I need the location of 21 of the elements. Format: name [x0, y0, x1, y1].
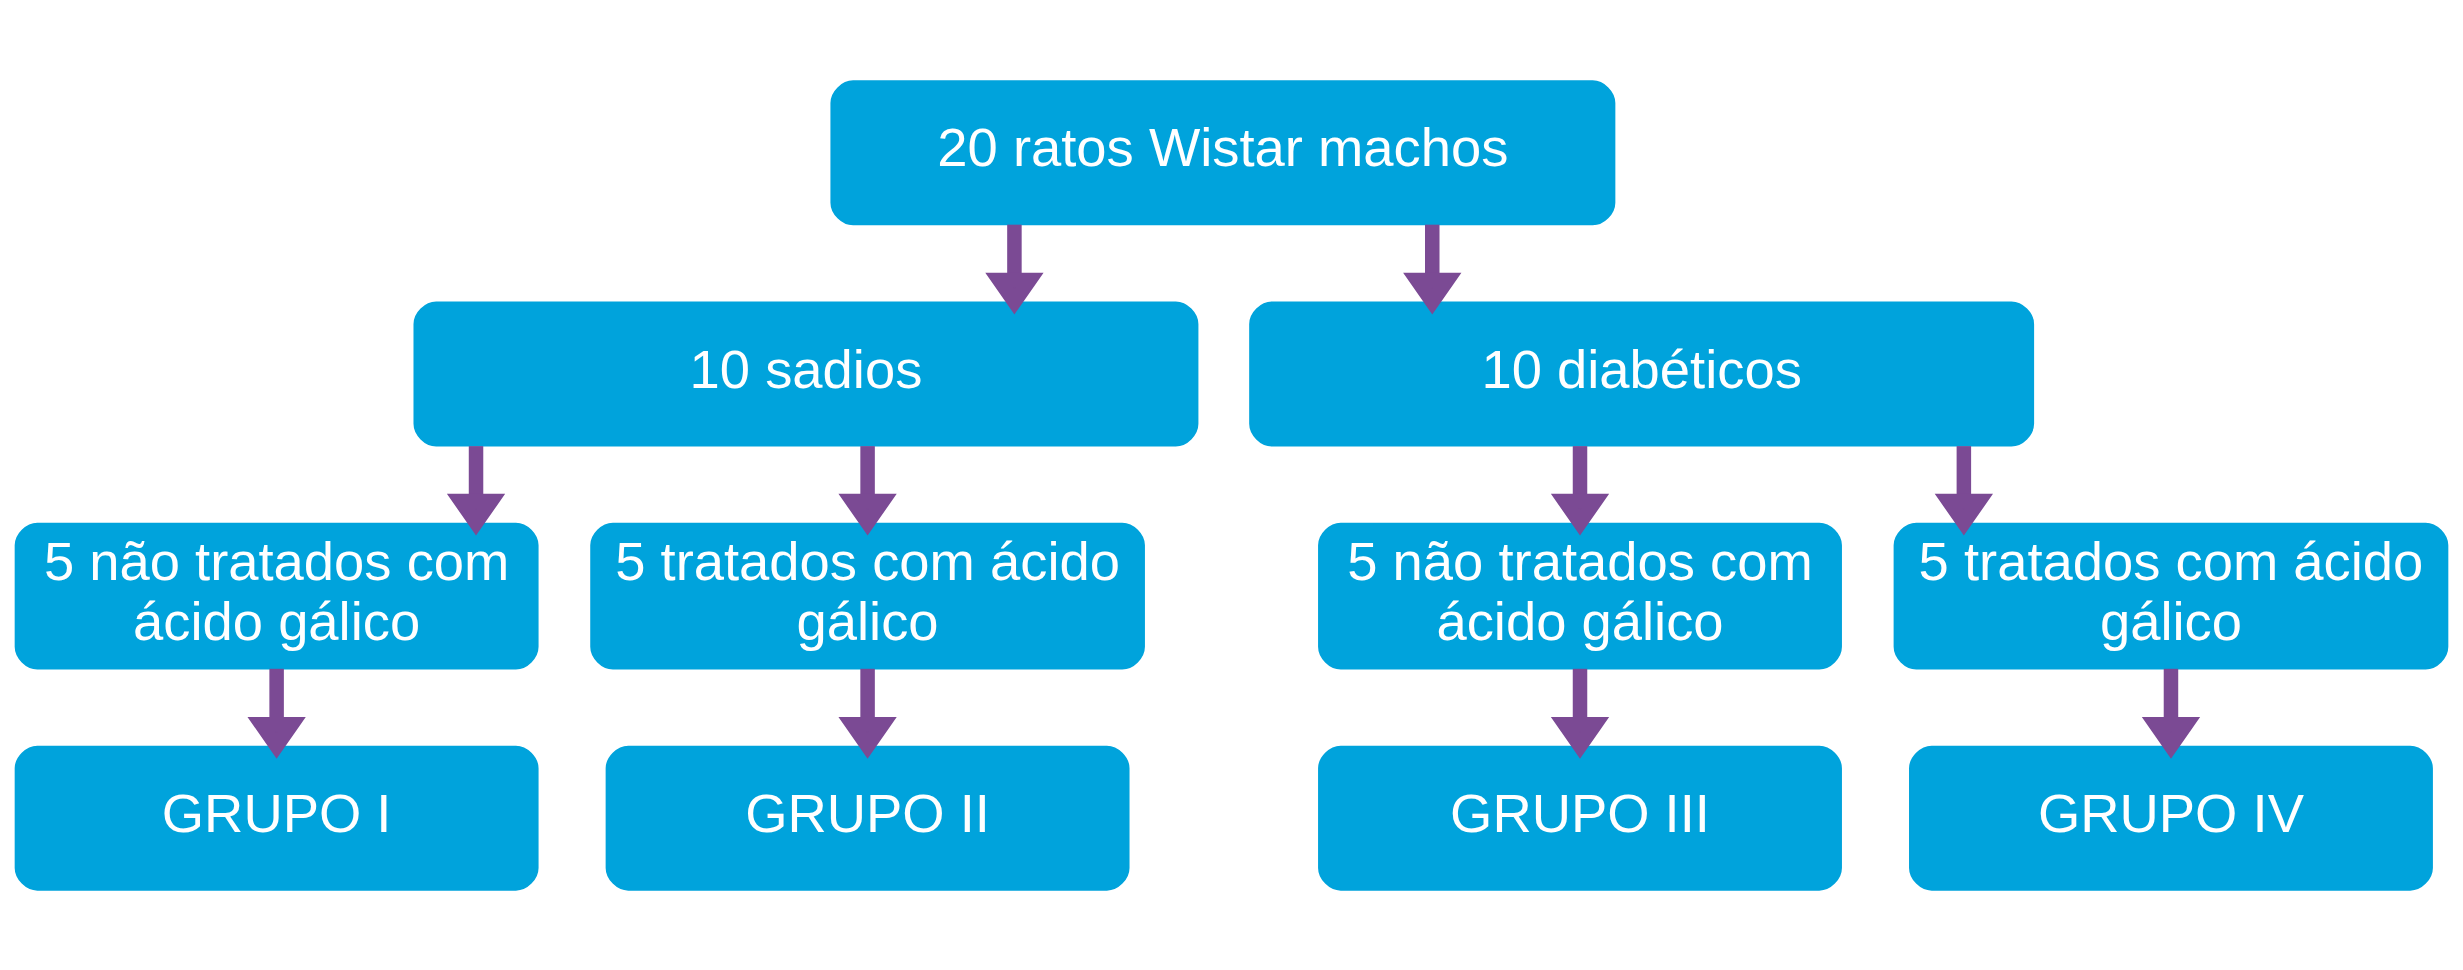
- arrow: [838, 445, 897, 535]
- node-box: 10 sadios: [413, 301, 1199, 447]
- arrow: [247, 668, 306, 759]
- arrow: [1550, 668, 1610, 759]
- node-box: 10 diabéticos: [1249, 301, 2035, 447]
- arrow: [1550, 445, 1610, 535]
- arrow: [985, 224, 1044, 314]
- node-box: GRUPO III: [1318, 745, 1842, 891]
- arrow: [446, 445, 506, 535]
- arrow: [2141, 668, 2201, 759]
- node-box: 5 tratados com ácido gálico: [590, 522, 1145, 669]
- node-box: 5 não tratados com ácido gálico: [14, 522, 539, 669]
- node-box: GRUPO I: [14, 745, 539, 891]
- node-box: GRUPO IV: [1909, 745, 2433, 891]
- node-box: 20 ratos Wistar machos: [830, 79, 1616, 225]
- arrow: [1934, 445, 1993, 535]
- node-box: GRUPO II: [605, 745, 1130, 891]
- arrow: [838, 668, 897, 759]
- node-box: 5 não tratados com ácido gálico: [1318, 522, 1842, 669]
- arrow: [1403, 224, 1462, 314]
- node-box: 5 tratados com ácido gálico: [1893, 522, 2449, 669]
